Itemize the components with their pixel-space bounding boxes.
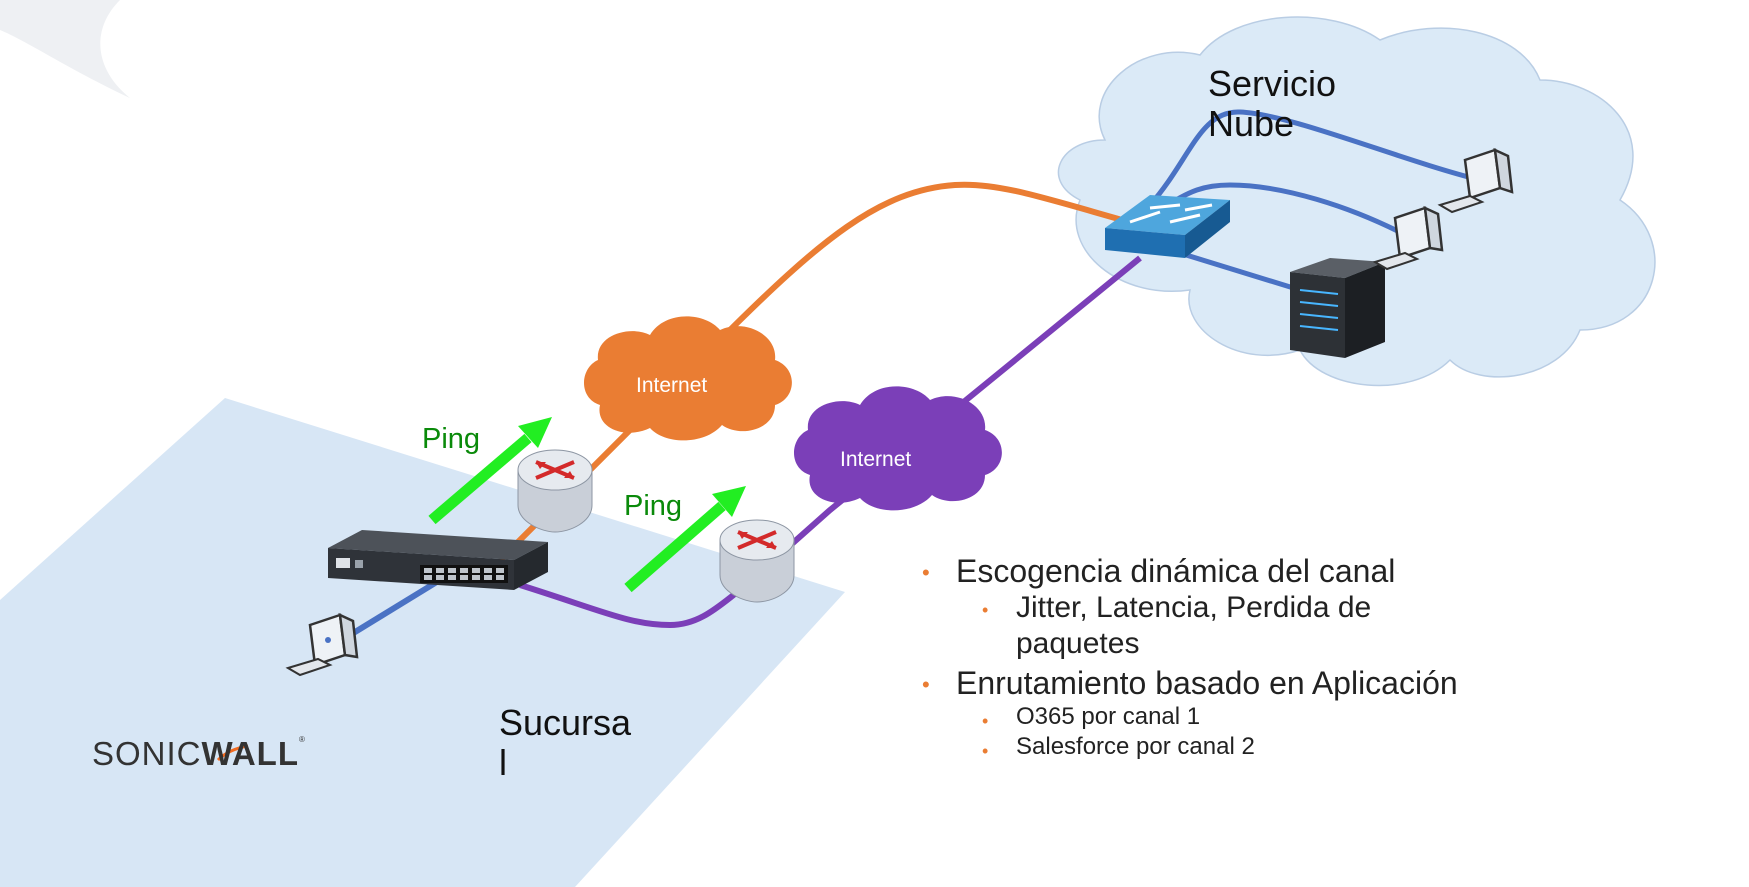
- server-icon: [1290, 258, 1385, 358]
- cloud-service-title-line2: Nube: [1208, 103, 1295, 144]
- ping-label-1: Ping: [422, 423, 481, 455]
- bullet-dot-icon: •: [922, 672, 930, 697]
- bullet-dot-icon: •: [922, 560, 930, 585]
- bullet-item-1-text: Escogencia dinámica del canal: [956, 553, 1396, 589]
- feature-bullet-list: • Escogencia dinámica del canal • Jitter, …: [920, 550, 1458, 762]
- ping-arrow-1: [428, 417, 552, 525]
- cloud-service-title-line1: Servicio: [1208, 63, 1337, 104]
- bullet-sub-item-1-text: Jitter, Latencia, Perdida de: [1016, 591, 1372, 624]
- bullet-dot-icon: •: [982, 711, 989, 731]
- internet-label-orange: Internet: [636, 374, 708, 397]
- ping-label-2: Ping: [624, 490, 683, 522]
- router-icon-1: [517, 449, 593, 533]
- logo-text-bold: WALL: [201, 735, 299, 772]
- workstation-icon-1: [1437, 147, 1514, 214]
- branch-title-line1: Sucursa: [499, 702, 632, 743]
- cloud-service-title: Servicio Nube: [1208, 64, 1336, 144]
- cloud-service-area: [1057, 16, 1656, 387]
- branch-title: Sucursa l: [499, 703, 631, 783]
- internet-cloud-orange: [584, 316, 792, 441]
- lan-link: [340, 577, 442, 643]
- bullet-sub-item-1-cont-text: paquetes: [1016, 627, 1140, 660]
- bullet-sub-item-3: • Salesforce por canal 2: [920, 732, 1458, 762]
- bullet-sub-item-2-text: O365 por canal 1: [1016, 703, 1201, 730]
- bullet-sub-item-2: • O365 por canal 1: [920, 702, 1458, 732]
- bullet-sub-item-1-continued: paquetes: [920, 626, 1458, 662]
- router-icon-2: [719, 519, 795, 603]
- bullet-item-2: • Enrutamiento basado en Aplicación: [920, 664, 1458, 702]
- sonicwall-logo: SONICWALL®: [92, 735, 306, 773]
- workstation-icon-branch: [285, 612, 359, 677]
- workstation-icon-2: [1372, 205, 1444, 271]
- bullet-sub-item-3-text: Salesforce por canal 2: [1016, 733, 1255, 760]
- logo-trademark-icon: ®: [299, 735, 306, 744]
- link-switch-pc2: [1158, 182, 1417, 243]
- orange-wan-link: [497, 181, 1141, 563]
- firewall-appliance-icon: [328, 530, 548, 590]
- branch-title-line2: l: [499, 742, 507, 783]
- bullet-item-1: • Escogencia dinámica del canal: [920, 552, 1458, 590]
- bullet-item-2-text: Enrutamiento basado en Aplicación: [956, 665, 1458, 701]
- ping-arrow-2: [624, 486, 746, 593]
- decorative-swoosh: [0, 0, 130, 98]
- bullet-sub-item-1: • Jitter, Latencia, Perdida de: [920, 590, 1458, 626]
- internet-cloud-purple: [794, 386, 1002, 511]
- network-switch-icon: [1105, 195, 1230, 258]
- link-switch-pc1: [1148, 109, 1481, 207]
- logo-swoosh: [216, 744, 249, 762]
- bullet-dot-icon: •: [982, 741, 989, 761]
- logo-text-light: SONIC: [92, 735, 202, 772]
- bullet-dot-icon: •: [982, 600, 989, 620]
- branch-area: [0, 398, 845, 887]
- internet-label-purple: Internet: [840, 448, 912, 471]
